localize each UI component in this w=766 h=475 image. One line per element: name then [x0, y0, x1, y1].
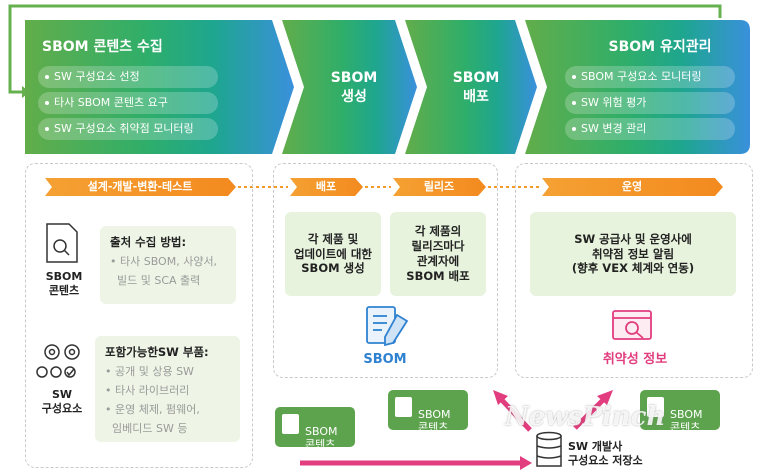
source-title: 출처 수집 방법: — [110, 235, 187, 249]
includable-title: 포함가능한SW 부품: — [105, 345, 209, 359]
maintain-item-1: SBOM 구성요소 모니터링 — [565, 66, 735, 88]
includable-item-1: • 공개 및 상용 SW — [105, 365, 194, 378]
collect-item-2: 타사 SBOM 콘텐츠 요구 — [38, 92, 218, 114]
card-create: 각 제품 및 업데이트에 대한 SBOM 생성 — [285, 212, 381, 296]
source-item-1: • 타사 SBOM, 사양서, — [110, 255, 218, 268]
phase-distribute-label: 배포 — [315, 180, 337, 193]
chevron-create — [282, 20, 417, 154]
document-icon — [395, 397, 412, 417]
sw-component-label: SW 구성요소 — [41, 388, 83, 415]
sbom-label: SBOM — [363, 352, 407, 367]
phase-dev-label: 설계-개발-변환-테스트 — [87, 180, 193, 193]
collect-title: SBOM 콘텐츠 수집 — [42, 39, 163, 55]
right-panel — [515, 163, 753, 378]
left-panel — [25, 163, 253, 468]
document-icon — [647, 397, 664, 417]
sbom-content-label: SBOM 콘텐츠 — [45, 270, 83, 297]
pink-arrow-up-left — [498, 396, 532, 432]
chip-sbom-content-left: SBOM 콘텐츠 — [275, 407, 355, 451]
gear-icon — [36, 344, 80, 378]
phase-bar-dev — [45, 178, 236, 196]
vulnerability-label: 취약성 정보 — [602, 352, 668, 367]
chip-sbom-content-right: SBOM 콘텐츠 — [640, 390, 720, 434]
phase-bar-operate — [542, 178, 723, 196]
includable-item-4: 임베디드 SW 등 — [105, 422, 188, 435]
sbom-pen-icon — [366, 306, 409, 347]
chip-sbom-content-mid: SBOM 콘텐츠 — [388, 390, 468, 434]
chevron-collect — [25, 20, 294, 154]
includable-item-3: • 운영 체제, 펌웨어, — [105, 403, 200, 416]
maintain-title: SBOM 유지관리 — [608, 39, 712, 55]
vulnerability-icon — [612, 310, 652, 340]
document-icon — [282, 414, 299, 434]
includable-box: 포함가능한SW 부품: • 공개 및 상용 SW • 타사 라이브러리 • 운영… — [95, 336, 240, 442]
middle-panel — [273, 163, 498, 378]
source-item-2: 빌드 및 SCA 출력 — [110, 274, 201, 287]
loop-line — [8, 4, 722, 94]
phase-bar-distribute — [290, 178, 363, 196]
includable-item-2: • 타사 라이브러리 — [105, 384, 190, 397]
chevron-deploy — [405, 20, 537, 154]
repository-label: SW 개발사 구성요소 저장소 — [568, 440, 643, 467]
phase-bar-release — [393, 178, 486, 196]
create-title: SBOM 생성 — [330, 70, 378, 105]
card-operate: SW 공급사 및 운영사에 취약점 정보 알림 (향후 VEX 체계와 연동) — [530, 212, 736, 296]
maintain-item-3: SW 변경 관리 — [565, 118, 735, 140]
phase-operate-label: 운영 — [621, 180, 643, 193]
repository-icon — [536, 431, 562, 467]
collect-item-3: SW 구성요소 취약점 모니터링 — [38, 118, 218, 140]
source-box: 출처 수집 방법: • 타사 SBOM, 사양서, 빌드 및 SCA 출력 — [100, 226, 236, 304]
maintain-item-2: SW 위험 평가 — [565, 92, 735, 114]
watermark: NewsPinch — [505, 402, 666, 432]
collect-item-1: SW 구성요소 선정 — [38, 66, 218, 88]
phase-release-label: 릴리즈 — [423, 180, 455, 193]
card-release: 각 제품의 릴리즈마다 관계자에 SBOM 배포 — [390, 212, 486, 296]
deploy-title: SBOM 배포 — [452, 70, 500, 105]
document-icon — [46, 223, 78, 263]
pink-arrow-up-right — [573, 396, 607, 430]
chevron-maintain — [525, 20, 750, 154]
